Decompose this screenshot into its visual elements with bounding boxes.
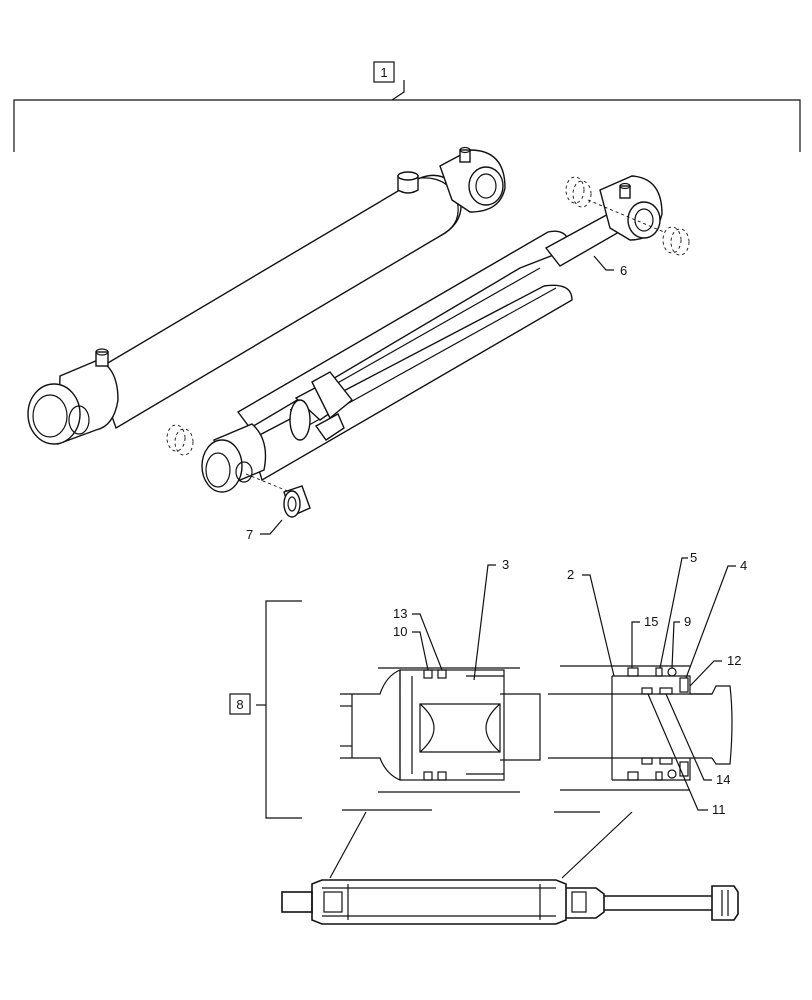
assembly-bracket (13, 80, 801, 152)
callout-11[interactable]: 11 (647, 693, 726, 817)
callout-12[interactable]: 12 (689, 653, 741, 687)
callout-8[interactable]: 8 (229, 693, 251, 715)
callout-2-label: 2 (567, 567, 574, 582)
detail-leader-lines (329, 809, 633, 879)
callout-8-label: 8 (236, 697, 243, 712)
piston-cross-section (340, 667, 541, 793)
callout-10[interactable]: 10 (393, 624, 429, 671)
assembled-cylinder (27, 146, 506, 446)
callout-13[interactable]: 13 (393, 606, 443, 671)
callout-15[interactable]: 15 (631, 614, 658, 668)
cutaway-cylinder (166, 175, 690, 518)
gland-cross-section (548, 665, 733, 791)
callout-4-label: 4 (740, 558, 747, 573)
callout-6[interactable]: 6 (593, 255, 627, 278)
callout-14[interactable]: 14 (665, 693, 730, 787)
callout-12-label: 12 (727, 653, 741, 668)
callout-11-label: 11 (712, 802, 726, 817)
callout-9-label: 9 (684, 614, 691, 629)
callout-7[interactable]: 7 (246, 519, 283, 542)
callout-6-label: 6 (620, 263, 627, 278)
full-cylinder-side-view (281, 879, 739, 925)
callout-3-label: 3 (502, 557, 509, 572)
callout-5[interactable]: 5 (659, 550, 697, 669)
callout-1[interactable]: 1 (373, 61, 395, 83)
callout-1-label: 1 (380, 65, 387, 80)
callout-9[interactable]: 9 (671, 614, 691, 669)
callout-15-label: 15 (644, 614, 658, 629)
callout-13-label: 13 (393, 606, 407, 621)
seal-kit-bracket (256, 600, 302, 819)
callout-14-label: 14 (716, 772, 730, 787)
callout-4[interactable]: 4 (685, 558, 747, 679)
callout-2[interactable]: 2 (567, 567, 615, 677)
callout-5-label: 5 (690, 550, 697, 565)
callout-7-label: 7 (246, 527, 253, 542)
callout-10-label: 10 (393, 624, 407, 639)
callout-3[interactable]: 3 (473, 557, 509, 681)
